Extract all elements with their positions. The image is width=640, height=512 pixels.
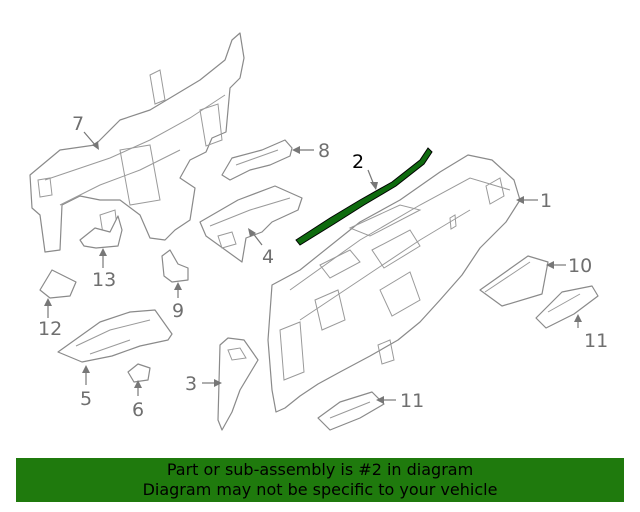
callout-8: 8 (318, 140, 330, 162)
part-11-module-bottom[interactable] (317, 391, 385, 431)
part-7-cross-car-beam[interactable] (29, 32, 245, 253)
part-11-module-right[interactable] (535, 285, 599, 329)
part-4-duct[interactable] (199, 185, 303, 263)
callout-11-bottom: 11 (400, 390, 424, 412)
part-9-bracket[interactable] (161, 249, 189, 283)
callout-labels: 1 2 3 4 5 6 7 8 9 10 11 11 12 13 (38, 113, 608, 421)
parts-diagram: 1 2 3 4 5 6 7 8 9 10 11 11 12 13 (29, 32, 608, 431)
part-13-bracket[interactable] (79, 215, 123, 249)
callout-12: 12 (38, 318, 62, 340)
notice-banner: Part or sub-assembly is #2 in diagram Di… (16, 458, 624, 502)
part-6-clip[interactable] (127, 363, 151, 383)
part-12-bracket[interactable] (39, 269, 77, 299)
part-2-highlighted-strip[interactable] (295, 147, 433, 246)
part-10-module[interactable] (479, 255, 549, 307)
callout-10: 10 (568, 255, 592, 277)
callout-6: 6 (132, 399, 144, 421)
part-5-lower-panel[interactable] (57, 309, 173, 363)
callout-1: 1 (540, 190, 552, 212)
part-3-side-panel[interactable] (217, 337, 259, 431)
part-1-instrument-panel[interactable] (267, 154, 521, 413)
callout-9: 9 (172, 300, 184, 322)
callout-5: 5 (80, 388, 92, 410)
callout-2: 2 (352, 151, 364, 173)
notice-line-2: Diagram may not be specific to your vehi… (142, 480, 498, 499)
leader-lines (44, 131, 582, 404)
callout-3: 3 (185, 373, 197, 395)
callout-7: 7 (72, 113, 84, 135)
callout-4: 4 (262, 246, 274, 268)
part-8-bracket[interactable] (221, 139, 293, 181)
callout-13: 13 (92, 269, 116, 291)
notice-line-1: Part or sub-assembly is #2 in diagram (166, 460, 474, 479)
callout-11-right: 11 (584, 330, 608, 352)
